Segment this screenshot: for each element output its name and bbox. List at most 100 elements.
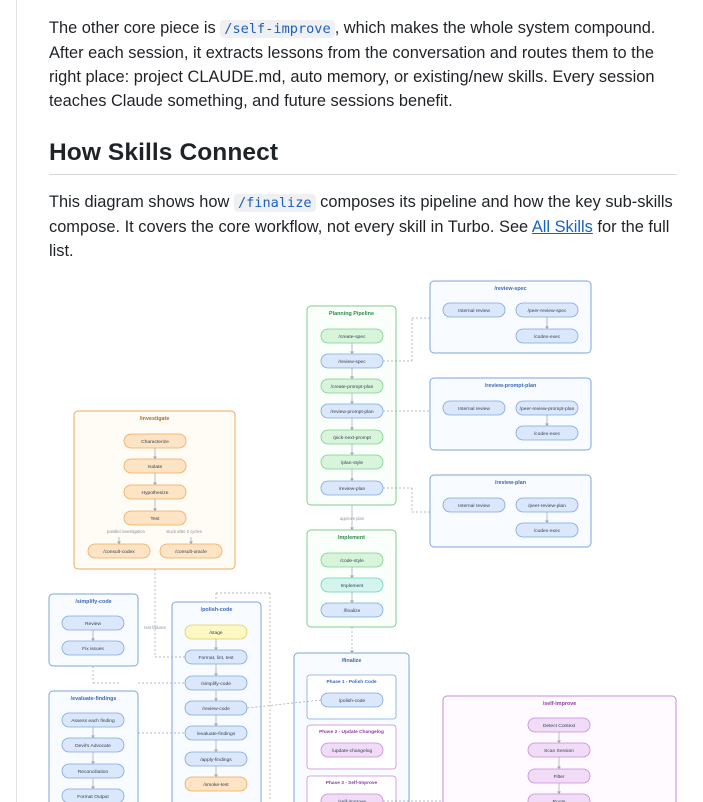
node-label-evaluate-findings-2: Reconciliation [78, 769, 109, 775]
node-label-investigate-0: Characterize [141, 439, 169, 445]
node-label-review-plan-0: Internal review [458, 503, 490, 509]
node-label-polish-code-1: Format, lint, test [198, 655, 234, 661]
node-label-review-spec-2: /codex-exec [534, 334, 561, 340]
node-label-phase1-0: /polish-code [339, 698, 366, 704]
arrowhead [350, 650, 354, 653]
arrowhead [350, 351, 354, 354]
edge-label-parallel: parallel investigation [107, 529, 146, 534]
node-label-evaluate-findings-1: Devil's Advocate [75, 743, 111, 749]
node-label-planning-3: /review-prompt-plan [330, 409, 373, 415]
node-label-planning-6: /review-plan [339, 486, 366, 492]
node-label-polish-code-5: /apply-findings [200, 757, 232, 763]
node-label-self-improve-3: Route [552, 799, 565, 802]
arrowhead [557, 766, 561, 769]
node-phase2-0 [320, 742, 384, 758]
node-label-simplify-code-1: Fix issues [82, 646, 104, 652]
node-label-review-spec-0: Internal review [458, 308, 490, 314]
node-label-phase3-0: /self-improve [338, 799, 366, 802]
text: This diagram shows how [49, 193, 234, 211]
node-label-review-plan-2: /codex-exec [534, 528, 561, 534]
text: for the full list. [49, 218, 670, 260]
node-label-self-improve-0: Detect Context [543, 723, 576, 729]
arrowhead [350, 478, 354, 481]
node-label-review-prompt-plan-0: Internal review [458, 406, 490, 412]
arrowhead [91, 761, 95, 764]
node-label-polish-code-3: /review-code [202, 706, 230, 712]
node-label-investigate-2: Hypothesize [142, 490, 169, 496]
section-heading: How Skills Connect [49, 139, 677, 175]
node-label-investigate-1: Isolate [148, 464, 163, 470]
node-label-polish-code-0: /stage [209, 630, 223, 636]
node-label-phase2-0: /update-changelog [332, 748, 373, 754]
arrowhead [214, 723, 218, 726]
node-label-self-improve-1: Scan Session [544, 748, 574, 754]
arrowhead [91, 638, 95, 641]
node-label-review-spec-1: /peer-review-spec [528, 308, 567, 314]
group-title-simplify-code: /simplify-code [75, 599, 111, 605]
arrowhead [153, 508, 157, 511]
inline-code-self-improve: /self-improve [220, 20, 335, 38]
arrowhead [545, 423, 549, 426]
node-label-investigate-5: /consult-oracle [175, 549, 207, 555]
arrowhead [117, 541, 121, 544]
group-title-self-improve: /self-improve [543, 701, 577, 707]
edge-label-approve: approve plan [340, 516, 365, 521]
edge-label-test_failures: test failures [144, 625, 165, 630]
node-label-implement-1: Implement [341, 583, 364, 589]
node-label-planning-2: /create-prompt-plan [331, 384, 374, 390]
text: composes its pipeline and how the key su… [49, 193, 673, 236]
arrowhead [214, 774, 218, 777]
node-label-polish-code-6: /smoke-test [203, 782, 229, 788]
phase-title-phase2: Phase 2 - Update Changelog [319, 729, 384, 735]
arrowhead [557, 740, 561, 743]
phase-title-phase3: Phase 3 - Self-Improve [326, 780, 378, 786]
group-title-polish-code: /polish-code [201, 607, 233, 613]
node-label-implement-0: /code-style [340, 558, 364, 564]
text: , which makes the whole system compound.… [49, 19, 656, 110]
node-review-prompt-plan-0 [442, 400, 506, 416]
inline-code-finalize: /finalize [233, 194, 316, 212]
arrowhead [545, 520, 549, 523]
node-review-plan-0 [442, 497, 506, 513]
node-label-polish-code-4: /evaluate-findings [197, 731, 236, 737]
arrowhead [214, 647, 218, 650]
node-label-evaluate-findings-0: Assess each finding [71, 718, 115, 724]
group-title-review-plan: /review-plan [495, 480, 526, 486]
arrowhead [91, 786, 95, 789]
node-label-planning-1: /review-spec [338, 359, 366, 365]
text: The other core piece is [49, 19, 221, 37]
arrowhead [350, 452, 354, 455]
arrowhead [214, 673, 218, 676]
node-label-implement-2: /finalize [344, 608, 361, 614]
paragraph-diagram-intro: This diagram shows how /finalize compose… [49, 190, 677, 263]
group-title-implement: Implement [338, 535, 365, 541]
arrowhead [350, 600, 354, 603]
article-body: The other core piece is /self-improve, w… [49, 16, 677, 263]
arrowhead [214, 749, 218, 752]
node-label-self-improve-2: Filter [554, 774, 565, 780]
arrowhead [350, 427, 354, 430]
node-label-investigate-4: /consult-codex [103, 549, 135, 555]
arrowhead [350, 527, 354, 530]
all-skills-link[interactable]: All Skills [531, 218, 593, 236]
node-label-planning-5: /plan-style [341, 460, 364, 466]
arrowhead [350, 575, 354, 578]
node-label-investigate-3: Test [151, 516, 161, 522]
phase-title-phase1: Phase 1 - Polish Code [326, 679, 376, 685]
arrowhead [545, 326, 549, 329]
group-title-finalize: /finalize [342, 658, 362, 664]
node-label-evaluate-findings-3: Format Output [77, 794, 109, 800]
arrowhead [350, 401, 354, 404]
group-title-planning: Planning Pipeline [329, 311, 374, 317]
group-title-evaluate-findings: /evaluate-findings [71, 696, 117, 702]
node-label-simplify-code-0: Review [85, 621, 102, 627]
node-label-review-prompt-plan-2: /codex-exec [534, 431, 561, 437]
group-title-review-spec: /review-spec [494, 286, 526, 292]
arrowhead [557, 791, 561, 794]
node-review-spec-0 [442, 302, 506, 318]
edge-label-stuck: stuck after 2 cycles [166, 529, 202, 534]
arrowhead [153, 482, 157, 485]
arrowhead [189, 541, 193, 544]
